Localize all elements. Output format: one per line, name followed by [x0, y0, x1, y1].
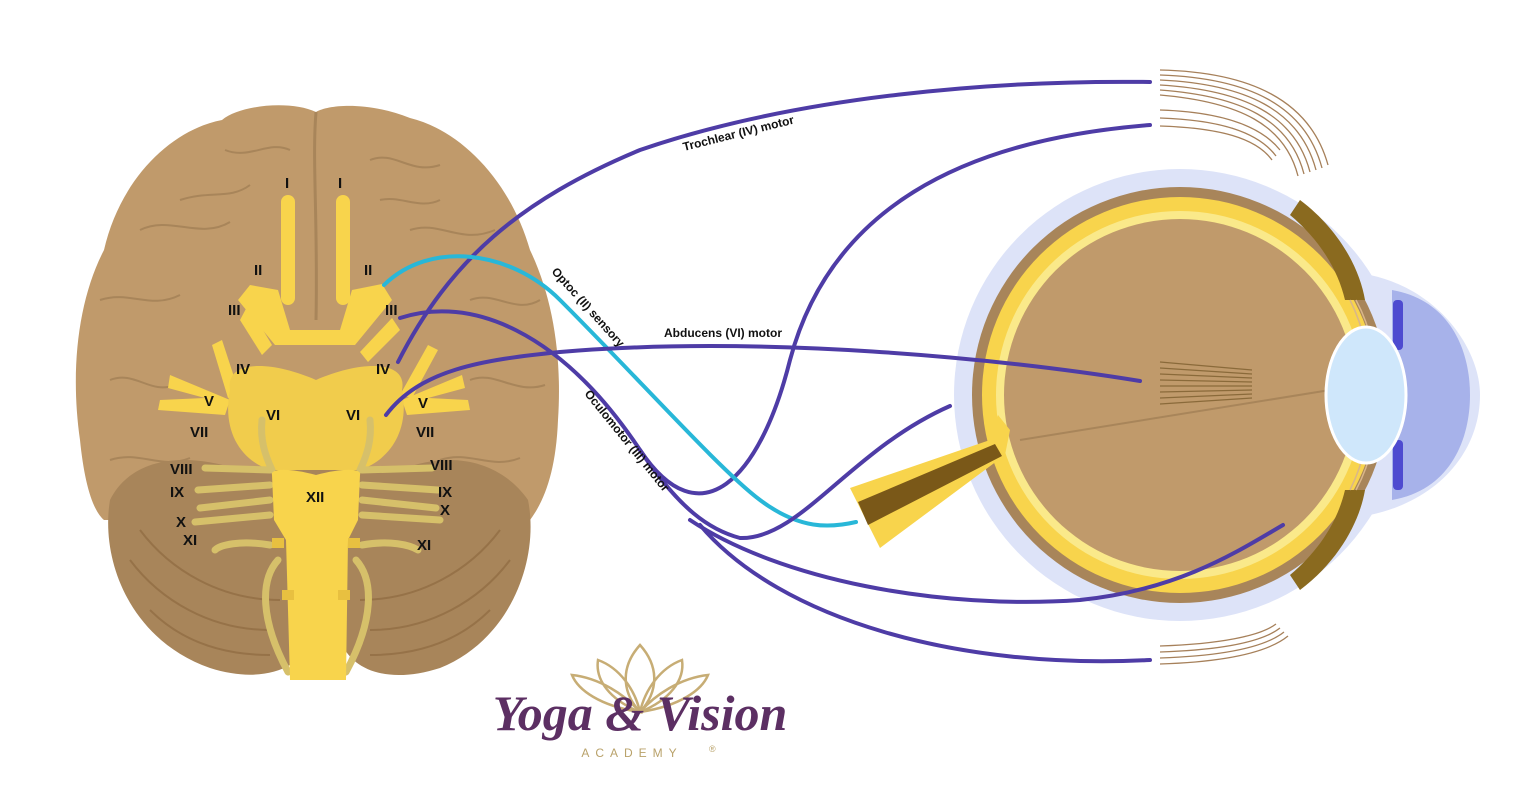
- numeral-left-IV: IV: [236, 361, 250, 378]
- lotus-icon: [570, 643, 710, 715]
- numeral-right-X: X: [440, 502, 450, 519]
- macula-fibers: [1159, 361, 1253, 405]
- numeral-left-VI: VI: [266, 407, 280, 424]
- numeral-right-III: III: [385, 302, 398, 319]
- numeral-left-III: III: [228, 302, 241, 319]
- nerve-pathways: [382, 79, 1285, 664]
- numeral-right-I: I: [338, 175, 342, 192]
- numeral-right-IX: IX: [438, 484, 452, 501]
- logo-subtitle: ACADEMY: [581, 746, 682, 760]
- numeral-right-II: II: [364, 262, 372, 279]
- logo-registered: ®: [709, 744, 716, 754]
- abducens-nerve-path: [384, 344, 1142, 417]
- numeral-right-VI: VI: [346, 407, 360, 424]
- lower-cranial-nerves: [191, 416, 444, 676]
- label-optic: Optoc (II) sensory: [549, 265, 628, 350]
- numeral-right-VII: VII: [416, 424, 434, 441]
- brain-gyri: [99, 146, 546, 463]
- numeral-left-VII: VII: [190, 424, 208, 441]
- numeral-left-VIII: VIII: [170, 461, 193, 478]
- trochlear-nerve-path: [396, 79, 1152, 364]
- numeral-left-XI: XI: [183, 532, 197, 549]
- optic-chiasm: [238, 284, 392, 345]
- eye: [850, 69, 1480, 665]
- oculomotor-branch-1: [638, 404, 952, 541]
- label-abducens: Abducens (VI) motor: [664, 326, 782, 340]
- eye-vitreous: [1004, 219, 1356, 571]
- numeral-left-II: II: [254, 262, 262, 279]
- logo: Yoga & Vision ACADEMY ®: [493, 643, 788, 760]
- oculomotor-upper-path: [398, 123, 1152, 496]
- optic-nerve-path: [382, 254, 858, 528]
- numeral-left-X: X: [176, 514, 186, 531]
- numeral-XII: XII: [306, 489, 324, 506]
- eye-lens: [1324, 325, 1408, 465]
- numeral-right-V: V: [418, 395, 428, 412]
- numeral-left-V: V: [204, 393, 214, 410]
- cranial-nerve-numerals: I I II II III III IV IV V V VI VI VII VI…: [170, 175, 453, 554]
- numeral-right-IV: IV: [376, 361, 390, 378]
- oculomotor-branch-3: [698, 523, 1152, 664]
- numeral-right-XI: XI: [417, 537, 431, 554]
- pons: [228, 366, 404, 470]
- brain: I I II II III III IV IV V V VI VI VII VI…: [75, 105, 559, 680]
- numeral-right-VIII: VIII: [430, 457, 453, 474]
- numeral-left-IX: IX: [170, 484, 184, 501]
- eye-cornea: [1392, 290, 1470, 500]
- numeral-left-I: I: [285, 175, 289, 192]
- logo-title: Yoga & Vision: [493, 685, 788, 741]
- oculomotor-branch-2: [688, 518, 1285, 604]
- extraocular-muscles: [1159, 69, 1329, 665]
- olfactory-nerves: [281, 195, 350, 305]
- medulla-spinal-cord: [271, 469, 361, 680]
